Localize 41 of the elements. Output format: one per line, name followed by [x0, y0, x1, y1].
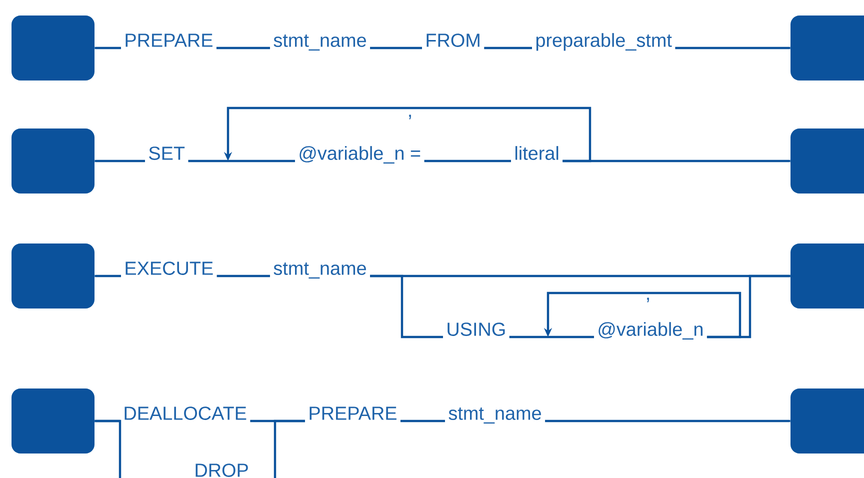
syntax-term: EXECUTE: [126, 262, 213, 275]
track-line: [509, 336, 594, 338]
syntax-term: preparable_stmt: [536, 33, 672, 51]
syntax-term: FROM: [426, 34, 480, 47]
syntax-term: DROP: [196, 464, 248, 477]
track-line: [94, 46, 121, 50]
track-line: [675, 46, 790, 50]
terminal-box: [790, 244, 864, 308]
edge-label: ,: [644, 296, 652, 304]
track-line: [370, 274, 443, 338]
track-line: [545, 420, 790, 422]
track-line: [94, 420, 122, 478]
syntax-term: stmt_name: [448, 408, 541, 424]
terminal-box: [790, 128, 864, 194]
track-line: [94, 160, 145, 162]
track-line: [484, 46, 532, 50]
syntax-term: stmt_name: [274, 262, 366, 279]
terminal-box: [12, 16, 94, 80]
syntax-term: PREPARE: [310, 406, 396, 420]
track-line: [188, 160, 295, 162]
terminal-box: [790, 388, 864, 454]
track-line: [216, 274, 270, 278]
track-line: [400, 420, 445, 422]
terminal-box: [790, 16, 864, 80]
track-line: [216, 46, 270, 50]
syntax-term: PREPARE: [126, 34, 212, 47]
syntax-term: USING: [448, 322, 505, 336]
syntax-term: DEALLOCATE: [124, 406, 246, 420]
track-line: [94, 274, 121, 278]
syntax-term: SET: [149, 146, 185, 160]
syntax-term: stmt_name: [274, 34, 366, 51]
syntax-term: literal: [515, 146, 558, 160]
track-line: [424, 160, 511, 162]
terminal-box: [12, 128, 94, 194]
syntax-term: @variable_n =: [300, 146, 420, 164]
terminal-box: [12, 244, 94, 308]
track-line: [274, 420, 305, 478]
edge-label: ,: [406, 114, 414, 120]
terminal-box: [12, 388, 94, 454]
syntax-term: @variable_n: [598, 322, 702, 340]
track-line: [370, 46, 422, 50]
